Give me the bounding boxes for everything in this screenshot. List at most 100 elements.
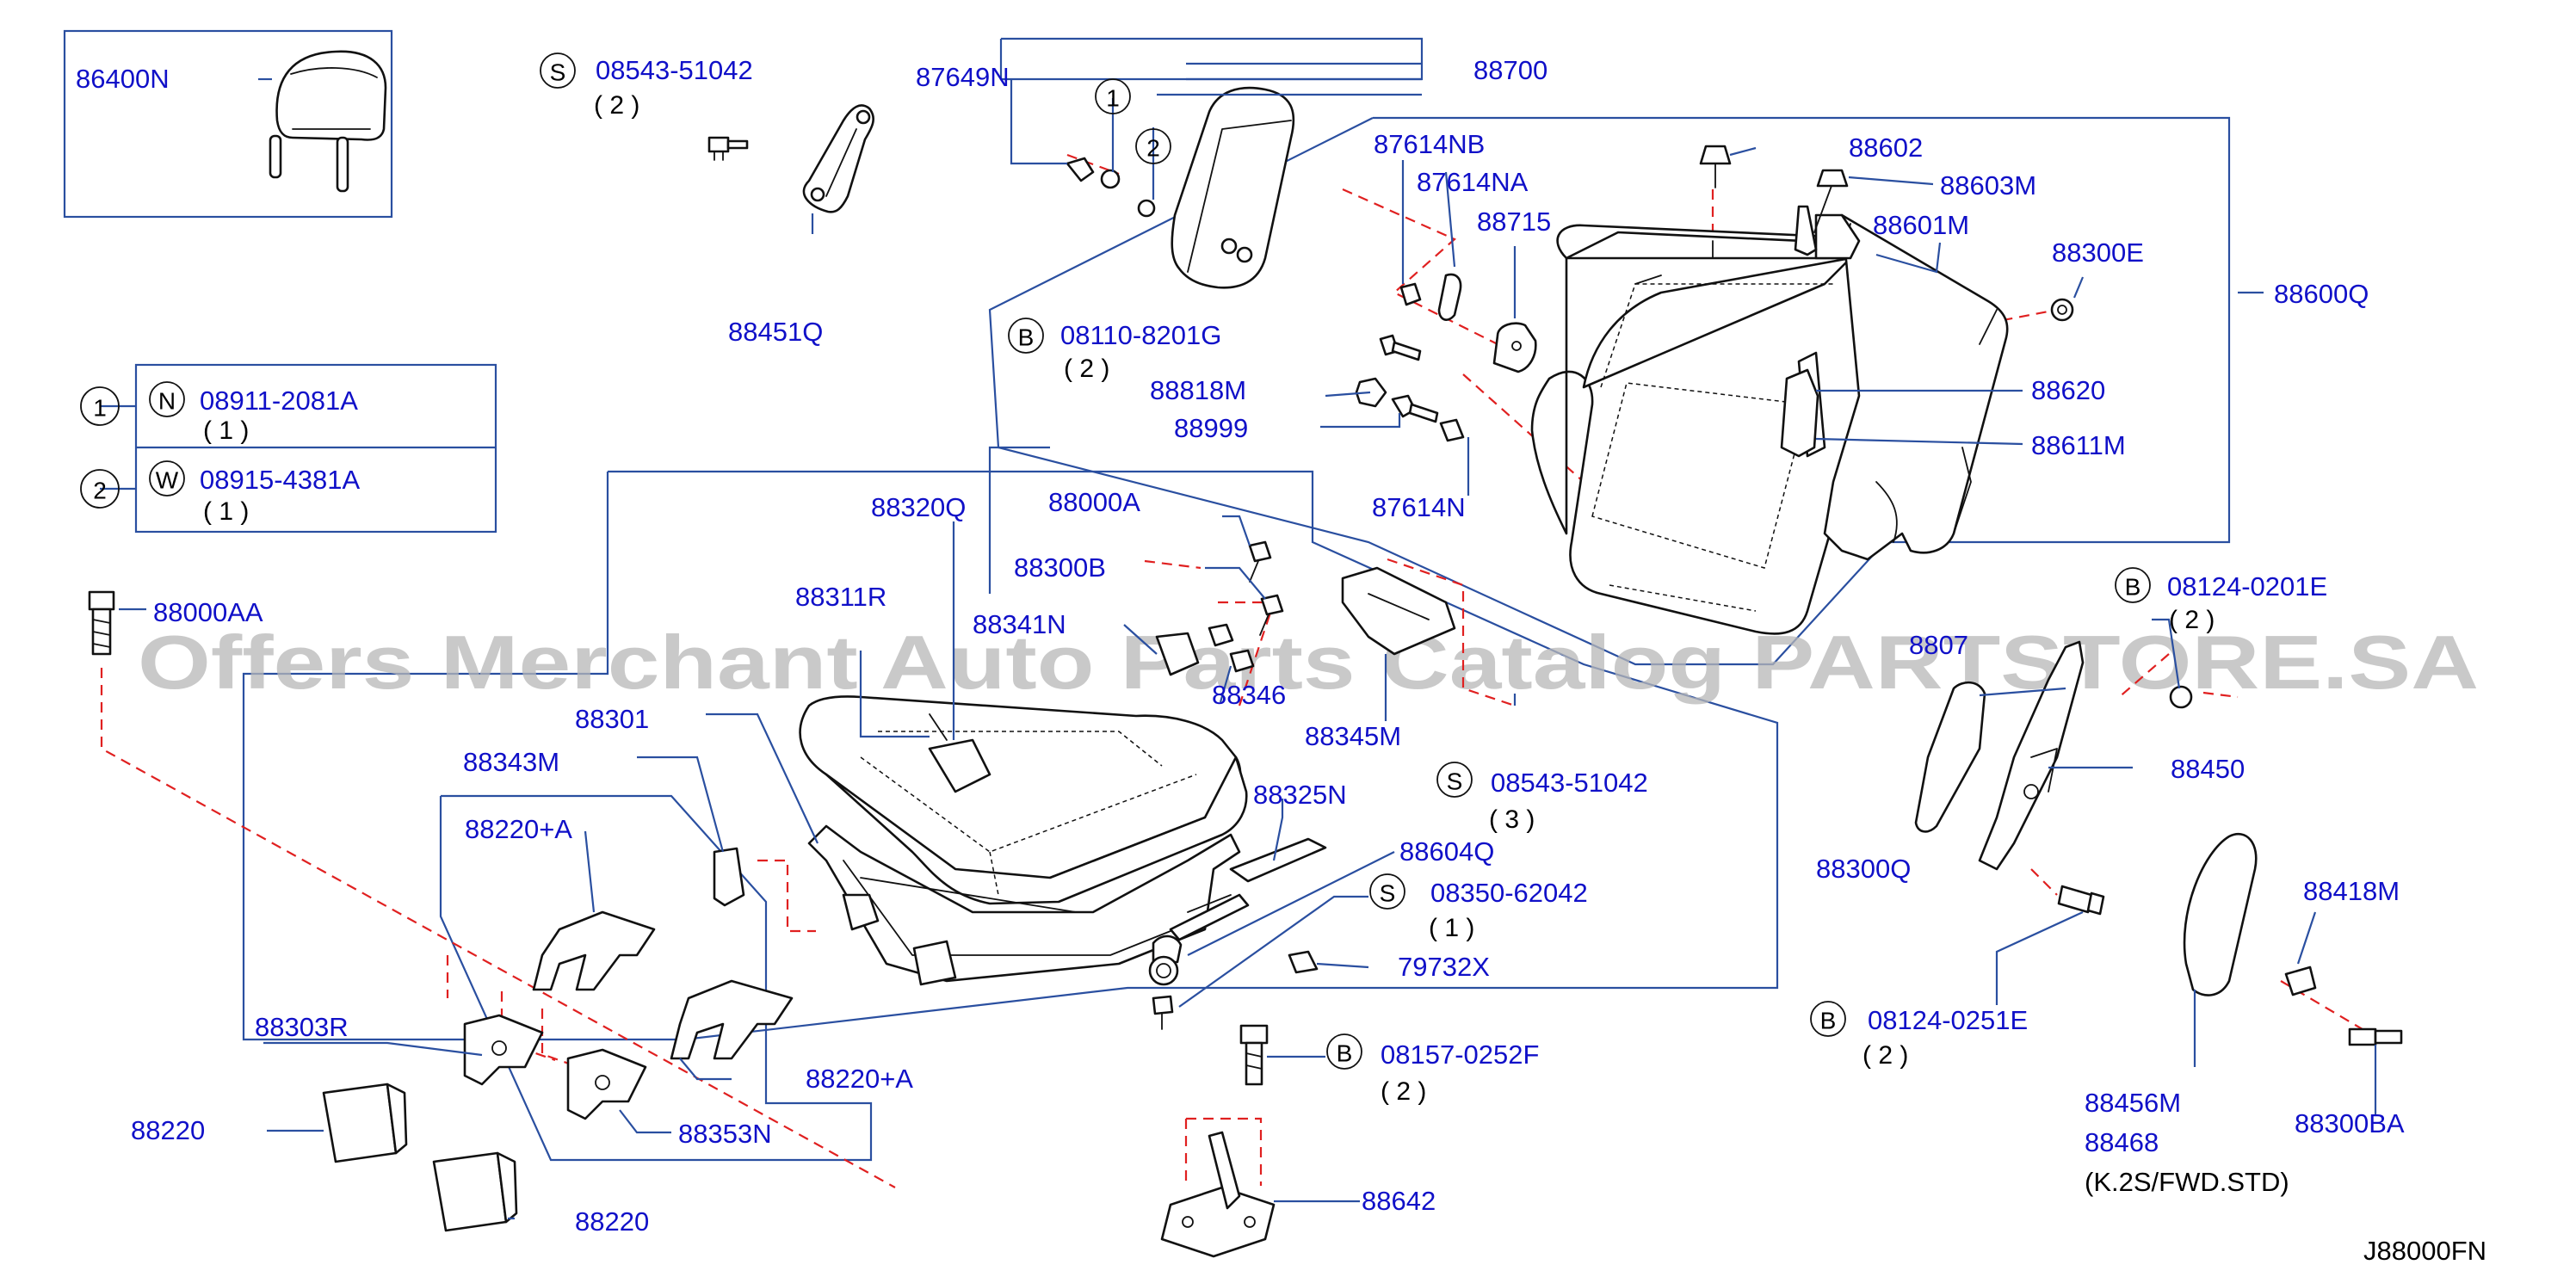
label-88220A-1[interactable]: 88220+A [465,814,572,844]
label-88301[interactable]: 88301 [575,704,649,734]
label-88620[interactable]: 88620 [2031,375,2105,405]
buckle-88604Q[interactable] [1148,935,1183,986]
label-88000AA[interactable]: 88000AA [153,597,263,627]
clip-87649N[interactable] [1066,157,1156,218]
bushing-87614NA[interactable] [1437,273,1462,321]
hinge-88642[interactable] [1160,1131,1276,1258]
clip-79732X[interactable] [1288,950,1319,974]
label-08543-51042-mid[interactable]: 08543-51042 [1491,768,1648,798]
label-87614N[interactable]: 87614N [1372,492,1466,522]
label-88450[interactable]: 88450 [2171,754,2245,784]
label-88456M[interactable]: 88456M [2085,1088,2181,1118]
label-88300BA[interactable]: 88300BA [2295,1108,2405,1138]
seatback-frame-88601M[interactable] [1794,205,2009,561]
bolt-08124-0201E[interactable] [2169,685,2193,709]
label-88604Q[interactable]: 88604Q [1399,836,1494,867]
bolt-88000A[interactable] [1248,540,1272,583]
label-08543-51042-top[interactable]: 08543-51042 [596,55,753,85]
cover-88341N[interactable] [1155,632,1200,676]
cover-88456M[interactable] [2183,833,2258,996]
label-88220-2[interactable]: 88220 [575,1206,649,1237]
legend-part-2[interactable]: 08915-4381A [200,465,360,495]
label-88345M[interactable]: 88345M [1305,721,1401,751]
nut-88818M[interactable] [1355,377,1387,408]
bolt-88999[interactable] [1391,394,1439,423]
label-88341N[interactable]: 88341N [973,609,1066,639]
label-88418M[interactable]: 88418M [2303,876,2400,906]
label-08124-0251E[interactable]: 08124-0251E [1868,1005,2028,1035]
grommet-88300E[interactable] [2050,298,2074,322]
label-88600Q[interactable]: 88600Q [2274,279,2369,309]
label-08124-0201E[interactable]: 08124-0201E [2167,571,2327,601]
screw-08543-51042-top[interactable] [707,136,749,161]
label-88000A[interactable]: 88000A [1048,487,1140,517]
label-88353N[interactable]: 88353N [678,1119,772,1149]
bracket-88303R[interactable] [463,1014,544,1086]
label-08110-8201G[interactable]: 08110-8201G [1060,320,1221,350]
label-86400N[interactable]: 86400N [76,64,170,94]
bushing-87614NB[interactable] [1399,282,1422,306]
label-88451Q[interactable]: 88451Q [728,317,823,347]
label-88300B[interactable]: 88300B [1014,552,1106,583]
armrest-88700[interactable] [1171,86,1295,289]
label-88311R[interactable]: 88311R [795,582,886,612]
lever-88620[interactable] [1780,368,1819,458]
label-08350-62042[interactable]: 08350-62042 [1430,878,1588,908]
label-88320Q[interactable]: 88320Q [871,492,966,522]
label-88611M[interactable]: 88611M [2031,430,2126,460]
label-08157-0252F[interactable]: 08157-0252F [1381,1039,1539,1070]
seat-frame-88301[interactable] [807,824,1241,986]
rail-88345M[interactable] [1341,566,1456,656]
label-88642[interactable]: 88642 [1362,1186,1436,1216]
label-88715[interactable]: 88715 [1477,207,1551,237]
label-88700[interactable]: 88700 [1473,55,1547,85]
bolt-88300B[interactable] [1259,594,1284,636]
label-88818M[interactable]: 88818M [1150,375,1246,405]
clip-88346[interactable] [1208,623,1255,673]
screw-88300BA[interactable] [2348,1027,2403,1046]
cover-88407[interactable] [1914,681,1986,833]
headrest-guide-88603M[interactable] [1813,169,1849,233]
label-88603M[interactable]: 88603M [1940,170,2036,200]
label-88346[interactable]: 88346 [1212,680,1286,710]
cushion-pad-88311R[interactable] [928,713,991,793]
cover-88220-upper[interactable] [322,1083,408,1163]
bracket-88220A-upper[interactable] [532,910,656,991]
label-88325N[interactable]: 88325N [1253,780,1347,810]
legend-row-1[interactable]: 1 N 08911-2081A ( 1 ) [80,381,358,445]
label-88601M[interactable]: 88601M [1873,210,1969,240]
label-88303R[interactable]: 88303R [255,1012,349,1042]
bolt-08110-8201G[interactable] [1379,334,1422,361]
bracket-88220A-lower[interactable] [670,979,794,1060]
bolt-88000AA[interactable] [88,590,115,656]
label-88220-1[interactable]: 88220 [131,1115,205,1145]
trim-cover-88451Q[interactable] [802,104,874,213]
label-88343M[interactable]: 88343M [463,747,559,777]
legend-row-2[interactable]: 2 W 08915-4381A ( 1 ) [80,460,360,526]
bracket-88353N[interactable] [566,1048,647,1120]
screw-08350-62042[interactable] [1152,995,1174,1030]
bushing-87614N[interactable] [1439,418,1465,442]
label-88602[interactable]: 88602 [1849,133,1923,163]
label-87649N[interactable]: 87649N [916,62,1010,92]
bolt-08124-0251E[interactable] [2057,885,2105,916]
headrest-guide-88602[interactable] [1699,145,1732,188]
label-87614NA[interactable]: 87614NA [1417,167,1529,197]
label-88407[interactable]: 8807 [1909,630,1968,660]
label-88468[interactable]: 88468 [2085,1127,2159,1157]
label-79732X[interactable]: 79732X [1398,952,1490,982]
headrest-86400N[interactable] [269,50,387,193]
label-88300E[interactable]: 88300E [2052,238,2144,268]
label-88999[interactable]: 88999 [1174,413,1248,443]
bolt-08157-0252F[interactable] [1239,1024,1269,1086]
bracket-88343M[interactable] [713,847,745,907]
cover-88220-lower[interactable] [432,1151,518,1232]
belt-88325N[interactable] [1169,837,1327,941]
seat-cushion-88300Q[interactable] [799,695,1248,905]
label-88220A-2[interactable]: 88220+A [806,1064,913,1094]
knob-88418M[interactable] [2284,965,2317,996]
legend-part-1[interactable]: 08911-2081A [200,386,358,416]
recliner-88450[interactable] [1978,640,2085,871]
label-88300Q[interactable]: 88300Q [1816,854,1911,884]
label-87614NB[interactable]: 87614NB [1374,129,1485,159]
